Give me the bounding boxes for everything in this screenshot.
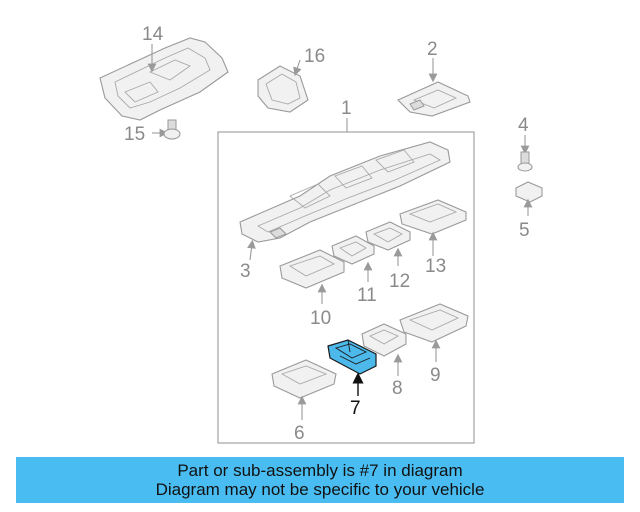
part-11-lens xyxy=(331,235,375,282)
info-banner: Part or sub-assembly is #7 in diagram Di… xyxy=(16,457,624,503)
callout-6: 6 xyxy=(294,423,305,444)
callout-8: 8 xyxy=(392,378,403,399)
callout-2: 2 xyxy=(427,39,438,60)
banner-line-2: Diagram may not be specific to your vehi… xyxy=(155,480,485,499)
callout-11: 11 xyxy=(357,285,377,306)
part-12-lens xyxy=(365,221,411,266)
callout-10: 10 xyxy=(310,308,331,329)
parts-diagram: 14 15 16 2 4 5 1 xyxy=(99,24,543,444)
part-13-lamp xyxy=(399,199,467,256)
part-16-bezel xyxy=(257,59,309,113)
callout-4: 4 xyxy=(518,115,529,136)
assembly-frame xyxy=(217,131,475,444)
callout-5: 5 xyxy=(519,220,530,241)
callout-3: 3 xyxy=(240,261,251,282)
part-5-clip xyxy=(515,181,543,216)
part-10-lamp xyxy=(279,249,345,304)
part-8-lens xyxy=(361,323,407,376)
part-2-bracket xyxy=(397,58,471,117)
part-3-main-console xyxy=(239,141,451,261)
part-7-highlighted xyxy=(327,339,377,396)
part-6-lamp xyxy=(271,359,337,420)
part-15-screw xyxy=(152,119,181,140)
callout-16: 16 xyxy=(304,46,325,67)
callout-13: 13 xyxy=(425,256,446,277)
callout-15: 15 xyxy=(124,124,145,145)
callout-9: 9 xyxy=(430,365,441,386)
part-9-lamp xyxy=(399,303,469,362)
banner-line-1: Part or sub-assembly is #7 in diagram xyxy=(177,461,463,480)
callout-1: 1 xyxy=(341,98,352,119)
callout-7: 7 xyxy=(350,398,361,419)
callout-12: 12 xyxy=(389,271,410,292)
part-14-console xyxy=(99,37,229,121)
part-4-bolt xyxy=(517,135,533,172)
callout-14: 14 xyxy=(142,24,164,45)
